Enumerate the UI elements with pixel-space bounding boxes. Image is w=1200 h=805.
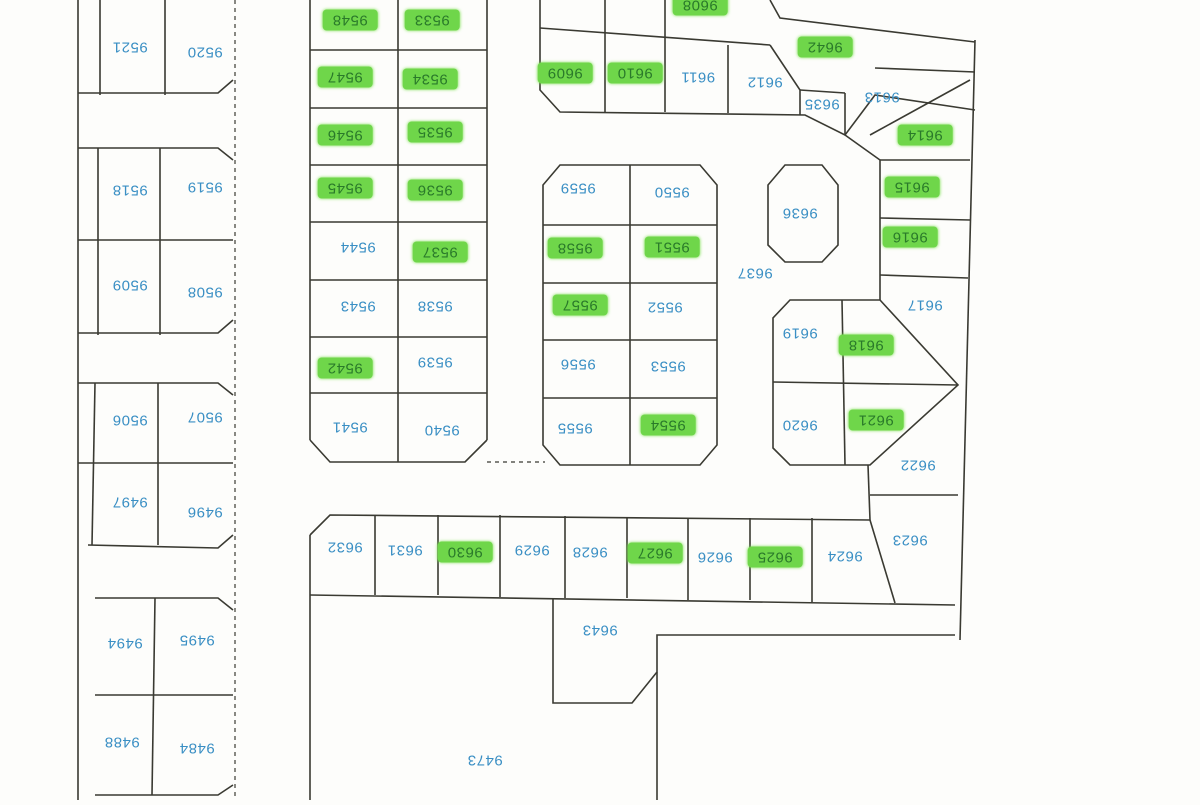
lot-label: 9613: [864, 88, 900, 106]
highlighted-lot-label: 9608: [672, 0, 728, 16]
lot-label: 9624: [827, 547, 863, 565]
highlighted-lot-label: 9610: [607, 62, 663, 84]
lot-label: 9617: [907, 296, 943, 314]
lot-label: 9637: [737, 264, 773, 282]
lot-label: 9622: [900, 456, 936, 474]
lot-label: 9550: [654, 183, 690, 201]
lot-label: 9507: [187, 408, 223, 426]
highlighted-lot-label: 9534: [402, 68, 458, 90]
lot-label: 9636: [782, 204, 818, 222]
highlighted-lot-label: 9545: [317, 177, 373, 199]
lot-label: 9496: [187, 503, 223, 521]
highlighted-lot-label: 9547: [317, 66, 373, 88]
lot-label: 9506: [112, 411, 148, 429]
lot-label: 9538: [417, 297, 453, 315]
highlighted-lot-label: 9618: [838, 334, 894, 356]
lot-label: 9555: [557, 419, 593, 437]
lot-label: 9519: [187, 178, 223, 196]
lot-label: 9520: [187, 43, 223, 61]
highlighted-lot-label: 9537: [412, 241, 468, 263]
lot-label: 9632: [327, 538, 363, 556]
highlighted-lot-label: 9627: [627, 542, 683, 564]
highlighted-lot-label: 9642: [797, 36, 853, 58]
lot-label: 9629: [514, 541, 550, 559]
highlighted-lot-label: 9609: [537, 62, 593, 84]
lot-label: 9619: [782, 324, 818, 342]
lot-label: 9643: [582, 621, 618, 639]
lot-label: 9484: [179, 739, 215, 757]
lot-label: 9541: [332, 418, 368, 436]
highlighted-lot-label: 9558: [547, 237, 603, 259]
highlighted-lot-label: 9533: [404, 9, 460, 31]
highlighted-lot-label: 9625: [747, 546, 803, 568]
lot-label: 9631: [387, 541, 423, 559]
lot-label: 9508: [187, 283, 223, 301]
lot-label: 9612: [747, 73, 783, 91]
highlighted-lot-label: 9536: [407, 179, 463, 201]
lot-label: 9540: [424, 421, 460, 439]
highlighted-lot-label: 9615: [884, 176, 940, 198]
highlighted-lot-label: 9616: [882, 226, 938, 248]
lot-label: 9559: [560, 179, 596, 197]
lot-label: 9620: [782, 416, 818, 434]
highlighted-lot-label: 9551: [644, 236, 700, 258]
highlighted-lot-label: 9554: [640, 414, 696, 436]
lot-label: 9544: [340, 238, 376, 256]
lot-label: 9495: [179, 631, 215, 649]
lot-label: 9556: [560, 355, 596, 373]
lot-label: 9626: [697, 548, 733, 566]
lot-label: 9628: [572, 543, 608, 561]
lot-label: 9552: [647, 298, 683, 316]
lot-label: 9539: [417, 353, 453, 371]
lot-label: 9543: [340, 297, 376, 315]
highlighted-lot-label: 9630: [437, 541, 493, 563]
lot-label: 9611: [680, 68, 716, 86]
highlighted-lot-label: 9557: [552, 294, 608, 316]
highlighted-lot-label: 9621: [848, 409, 904, 431]
highlighted-lot-label: 9548: [322, 9, 378, 31]
highlighted-lot-label: 9542: [317, 357, 373, 379]
lot-label: 9521: [112, 38, 148, 56]
lot-label: 9509: [112, 276, 148, 294]
lot-label: 9518: [112, 181, 148, 199]
lot-label: 9488: [104, 733, 140, 751]
lot-label: 9635: [804, 95, 840, 113]
highlighted-lot-label: 9546: [317, 124, 373, 146]
highlighted-lot-label: 9535: [407, 121, 463, 143]
lot-label: 9497: [112, 493, 148, 511]
lot-label: 9623: [892, 531, 928, 549]
highlighted-lot-label: 9614: [897, 124, 953, 146]
lot-label: 9494: [107, 634, 143, 652]
lot-label: 9473: [467, 751, 503, 769]
lot-label: 9553: [650, 357, 686, 375]
